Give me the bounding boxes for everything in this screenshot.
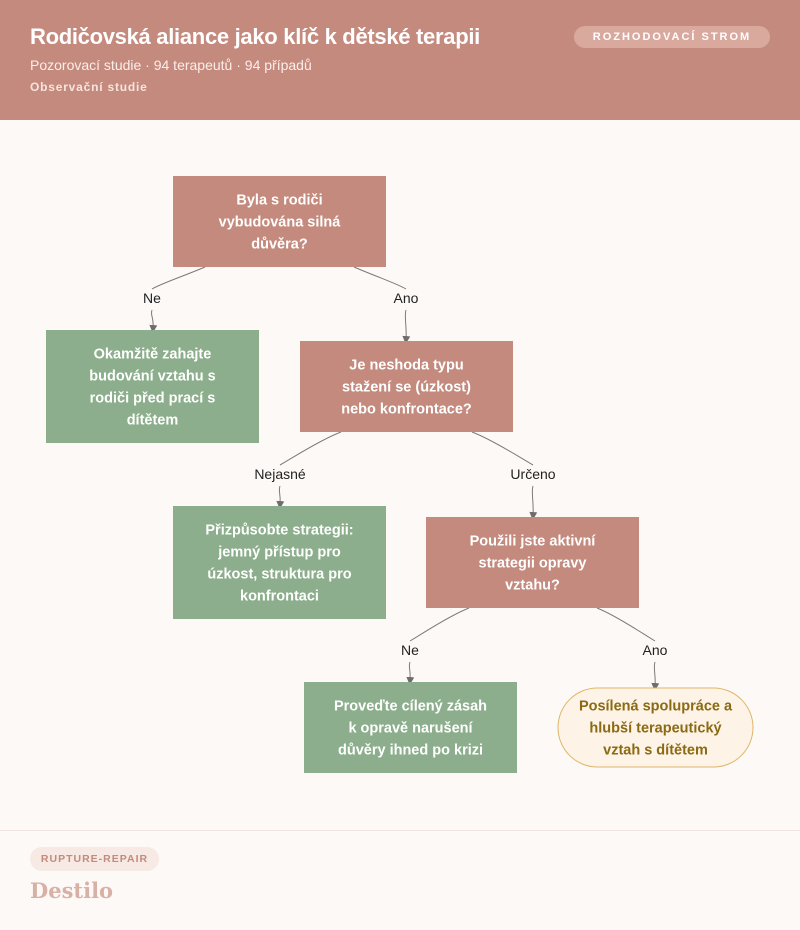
topic-tag: RUPTURE-REPAIR [30,847,159,871]
node-box [173,176,386,267]
node-box [173,506,386,619]
edge-label: Ano [394,290,419,306]
node-decision-q2: Je neshoda typu stažení se (úzkost) nebo k… [300,341,513,432]
footer-divider [0,830,800,831]
edge-line-q3-a3 [409,607,470,642]
edge-label: Ne [401,642,419,658]
node-decision-q1: Byla s rodiči vybudována silná důvěra? [173,176,386,267]
node-text-line: Přizpůsobte strategii: [205,523,353,539]
node-text-line: vztah s dítětem [603,743,708,759]
brand-logo: Destilo [30,878,114,903]
edge-line-q1-q2 [353,266,407,290]
page-title: Rodičovská aliance jako klíč k dětské te… [30,24,480,49]
node-text-line: vztahu? [505,578,560,594]
edge-label: Určeno [510,466,555,482]
node-box [46,330,259,443]
node-text-line: Použili jste aktivní [470,534,597,550]
edge-line-q1-a1 [151,266,206,290]
header-band: Rodičovská aliance jako klíč k dětské te… [0,0,800,120]
node-text-line: jemný přístup pro [217,545,341,561]
node-text-line: nebo konfrontace? [341,402,472,418]
node-text-line: Okamžitě zahajte [94,347,212,363]
node-text-line: konfrontaci [240,589,319,605]
node-box [426,517,639,608]
node-text-line: k opravě narušení [348,721,473,737]
edge-arrow-q3-o1 [651,661,660,691]
node-box [304,682,517,773]
node-text-line: důvěra? [251,237,308,253]
node-box [300,341,513,432]
node-action-a1: Okamžitě zahajte budování vztahu s rodiči … [46,330,259,443]
node-text-line: důvěry ihned po krizi [338,743,483,759]
edge-arrow-q2-a2 [276,485,285,509]
edge-label: Ano [643,642,668,658]
node-text-line: Posílená spolupráce a [579,699,733,715]
node-text-line: strategii opravy [479,556,587,572]
node-text-line: rodiči před prací s [90,391,216,407]
edge-label: Nejasné [254,466,306,482]
diagram-type-badge: ROZHODOVACÍ STROM [574,26,770,48]
node-text-line: Proveďte cílený zásah [334,699,487,715]
edge-arrow-q1-q2 [402,309,411,344]
edge-line-q2-q3 [471,431,534,466]
node-action-a3: Proveďte cílený zásah k opravě narušení dů… [304,682,517,773]
node-text-line: Je neshoda typu [349,358,463,374]
node-text-line: vybudována silná [219,215,342,231]
node-box [557,687,754,768]
node-action-a2: Přizpůsobte strategii: jemný přístup pro ú… [173,506,386,619]
node-text-line: hlubší terapeutický [589,721,721,737]
node-text-line: Byla s rodiči [236,193,322,209]
node-text-line: budování vztahu s [89,369,216,385]
edge-arrow-q3-a3 [406,661,415,685]
node-outcome-o1: Posílená spolupráce a hlubší terapeutický… [557,687,754,768]
edge-label: Ne [143,290,161,306]
node-text-line: dítětem [127,413,179,429]
edge-line-q2-a2 [279,431,342,466]
edge-arrow-q1-a1 [149,309,158,333]
node-text-line: stažení se (úzkost) [342,380,471,396]
edge-line-q3-o1 [596,607,656,642]
edge-arrow-q2-q3 [529,485,538,520]
study-type-label: Observační studie [30,80,148,94]
page-subtitle: Pozorovací studie · 94 terapeutů · 94 př… [30,57,312,73]
node-text-line: úzkost, struktura pro [207,567,351,583]
node-decision-q3: Použili jste aktivní strategii opravy vzta… [426,517,639,608]
